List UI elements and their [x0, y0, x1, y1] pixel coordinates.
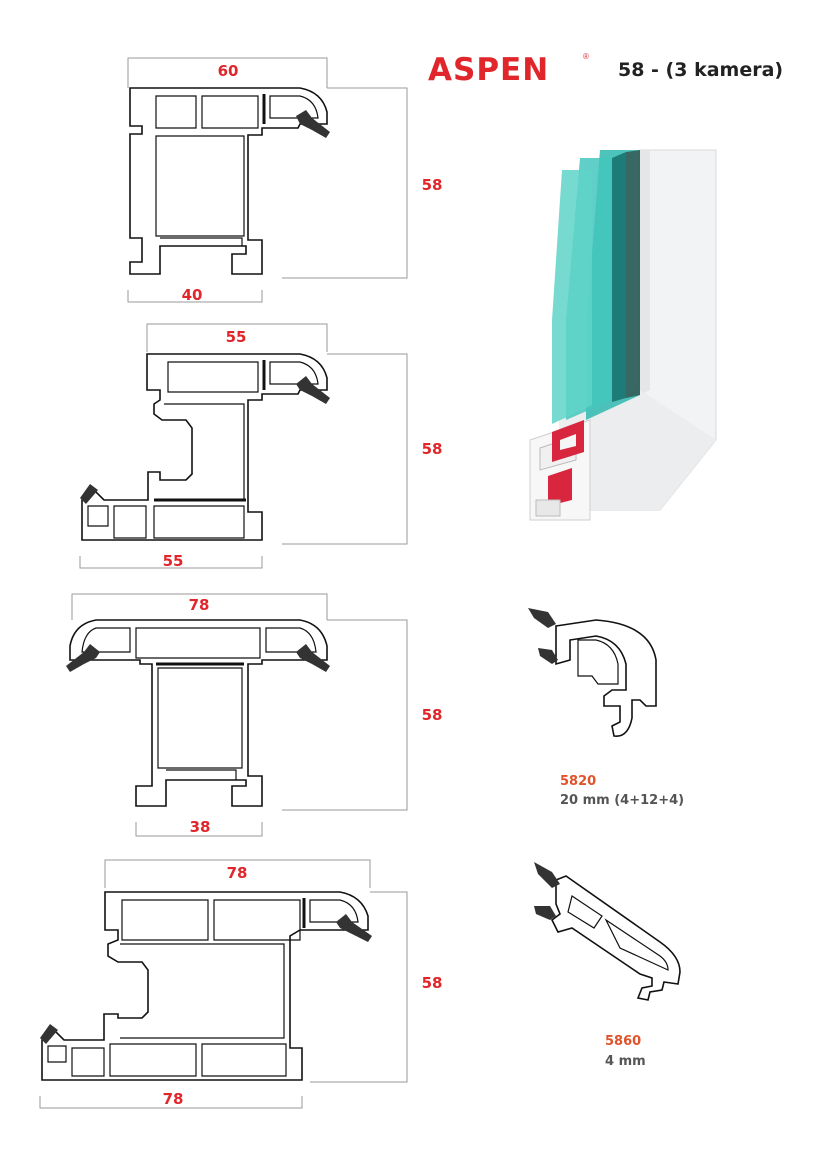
profile-4-width-bottom: 78	[162, 1090, 184, 1108]
profile-3-width-top: 78	[188, 596, 210, 614]
profile-1-height: 58	[421, 176, 443, 194]
bead-5820-code: 5820	[560, 774, 597, 789]
profile-2-width-top: 55	[225, 328, 247, 346]
bead-5860-drawing	[534, 862, 681, 1001]
registered-mark: ®	[583, 52, 589, 61]
model-title: 58 - (3 kamera)	[618, 59, 784, 81]
bead-5860-code: 5860	[605, 1034, 642, 1049]
profile-2-width-bottom: 55	[162, 552, 184, 570]
brand-logo: ASPEN	[428, 52, 550, 88]
profile-1-drawing	[127, 57, 408, 303]
profile-2-drawing	[79, 323, 408, 569]
window-corner-render	[529, 149, 717, 521]
profile-4-drawing	[39, 859, 408, 1109]
profile-1-width-bottom: 40	[181, 286, 203, 304]
profile-2-height: 58	[421, 440, 443, 458]
profile-3-height: 58	[421, 706, 443, 724]
profile-4-height: 58	[421, 974, 443, 992]
profile-1-width-top: 60	[217, 62, 239, 80]
bead-5820-spec: 20 mm (4+12+4)	[560, 793, 685, 808]
profile-3-drawing	[66, 593, 408, 837]
profile-3-width-bottom: 38	[189, 818, 211, 836]
profile-4-width-top: 78	[226, 864, 248, 882]
bead-5860-spec: 4 mm	[605, 1054, 646, 1069]
bead-5820-drawing	[528, 608, 657, 737]
